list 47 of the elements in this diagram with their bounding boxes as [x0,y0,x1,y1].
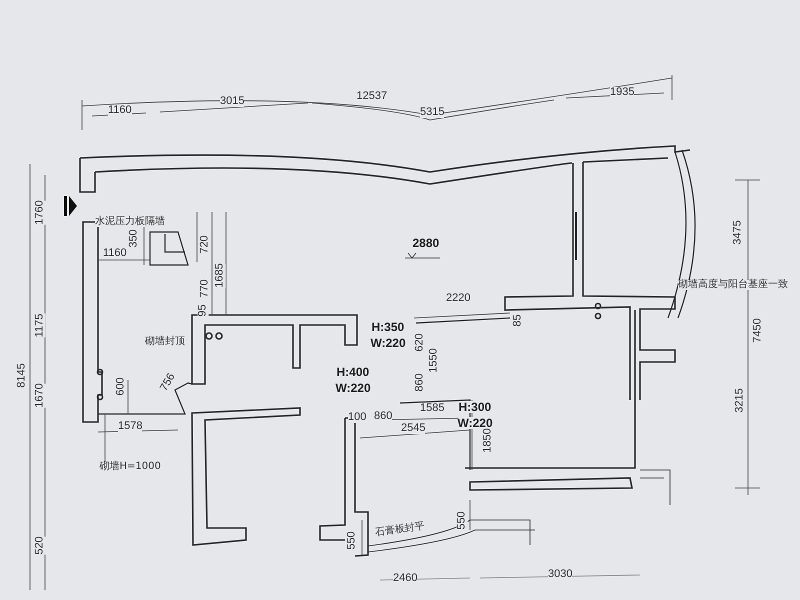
dimension-label: 1850 [482,428,494,452]
dimension-label: 1935 [610,86,634,98]
note-text: 水泥压力板隔墙 [95,217,165,227]
dimension-label: 95 [198,304,209,316]
opening-size-label: W:220 [336,382,371,394]
opening-size-label: H:400 [336,366,370,378]
dimension-label: 100 [348,412,366,422]
dimension-label: 1760 [34,200,46,224]
dimension-label: 520 [34,536,46,554]
dimension-label: 1160 [108,104,132,116]
dimension-label: 5315 [420,106,444,118]
dimension-label: 1685 [214,262,226,288]
dimension-label: 85 [512,314,524,326]
dimension-label: 7450 [752,318,764,342]
dimension-label: 12537 [356,90,388,102]
dimension-label: 720 [200,234,211,254]
opening-size-label: H:350 [372,321,404,333]
opening-size-label: W:220 [458,417,493,429]
dimension-label: 600 [116,376,127,396]
dimension-label: 2460 [393,572,418,584]
dimension-label: 1550 [428,348,440,372]
dimension-label: 1585 [420,402,444,414]
elevation-label: 2880 [412,237,440,249]
dimension-label: 2545 [401,422,426,434]
dimension-label: 620 [414,332,426,352]
dimension-label: 3015 [220,96,244,106]
note-text: 砌墙H=1000 [100,462,161,472]
dimension-label: 1578 [118,420,142,432]
note-text: 石膏板封平 [374,522,426,538]
dimension-label: 3215 [734,388,746,412]
dimension-label: 860 [374,410,392,422]
dimension-label: 3030 [548,568,572,580]
dimension-label: 8145 [16,362,28,388]
dimension-label: 860 [414,372,426,392]
dimension-label: 2220 [446,292,470,304]
dimension-label: 550 [456,510,468,530]
opening-size-label: W:220 [370,337,406,349]
dimension-label: 350 [128,228,140,248]
dimension-label: 550 [346,530,358,550]
note-text: 砌墙高度与阳台基座一致 [678,280,788,290]
dimension-label: 3475 [732,220,744,244]
dimension-label: 1160 [103,248,127,258]
dimension-label: 1175 [34,313,46,337]
dimension-label: 770 [200,278,211,298]
note-text: 砌墙封顶 [145,337,185,347]
opening-size-label: H:300 [458,401,492,413]
dimension-label: 1670 [34,382,46,408]
